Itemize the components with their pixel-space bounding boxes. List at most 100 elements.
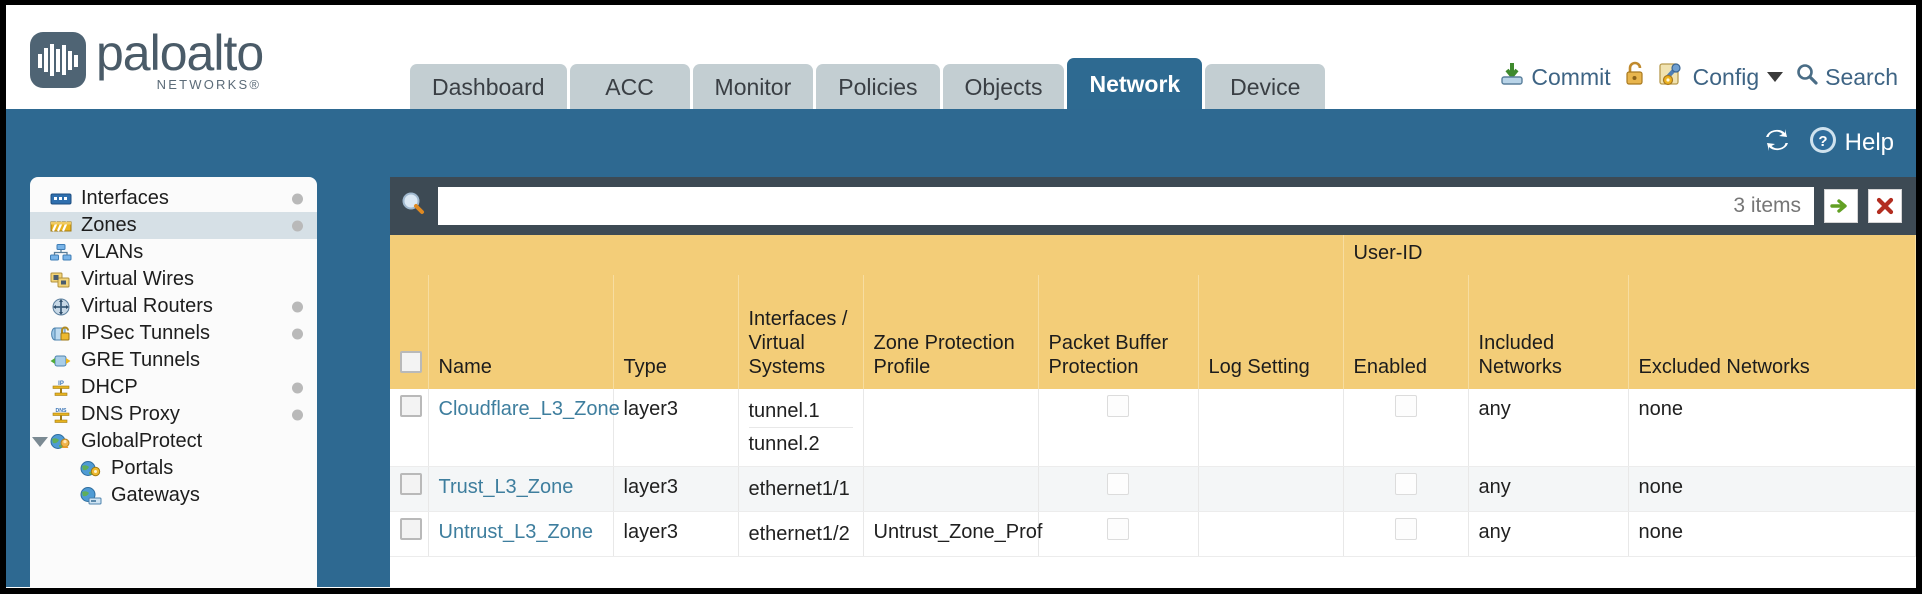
brand-name: paloalto <box>96 25 264 81</box>
select-all-checkbox[interactable] <box>400 351 422 373</box>
userid-enabled-checkbox[interactable] <box>1394 518 1417 540</box>
packet-buffer-protection-checkbox[interactable] <box>1107 473 1129 495</box>
wrench-gear-icon <box>1658 61 1687 93</box>
config-label: Config <box>1692 63 1760 90</box>
row-select-checkbox[interactable] <box>400 395 422 417</box>
sidebar-item-ipsec-tunnels[interactable]: IPSec Tunnels <box>30 320 317 347</box>
tab-monitor[interactable]: Monitor <box>692 64 814 109</box>
zone-name-link[interactable]: Cloudflare_L3_Zone <box>438 398 620 420</box>
sidebar-item-status-dot <box>292 328 303 339</box>
column-header-excluded-networks[interactable]: Excluded Networks <box>1628 275 1916 389</box>
column-header-packet-buffer-protection[interactable]: Packet Buffer Protection <box>1038 275 1199 389</box>
sidebar-item-label: Portals <box>111 457 174 479</box>
cell-zone-protection-profile: Untrust_Zone_Prof <box>863 511 1042 557</box>
row-select-checkbox[interactable] <box>400 518 422 540</box>
tab-acc[interactable]: ACC <box>569 64 690 109</box>
tab-device[interactable]: Device <box>1205 64 1326 109</box>
zone-name-link[interactable]: Trust_L3_Zone <box>438 476 574 498</box>
sidebar-item-label: VLANs <box>81 241 144 263</box>
lock-button[interactable] <box>1623 61 1647 93</box>
zones-icon <box>48 216 74 236</box>
cell-interfaces: ethernet1/1 <box>738 466 864 512</box>
column-header-type[interactable]: Type <box>613 275 739 389</box>
config-menu[interactable]: Config <box>1658 61 1784 93</box>
table-header-row: Name Type Interfaces / Virtual Systems Z… <box>390 275 1916 389</box>
userid-enabled-checkbox[interactable] <box>1394 473 1417 495</box>
sidebar-item-vlans[interactable]: VLANs <box>30 239 317 266</box>
sidebar-item-virtual-wires[interactable]: Virtual Wires <box>30 266 317 293</box>
sidebar-item-gateways[interactable]: Gateways <box>30 482 317 509</box>
sidebar-item-label: Virtual Routers <box>81 295 213 317</box>
sidebar-item-label: GRE Tunnels <box>81 349 200 371</box>
commit-save-icon <box>1499 61 1525 93</box>
column-header-log-setting[interactable]: Log Setting <box>1198 275 1344 389</box>
tab-network[interactable]: Network <box>1067 58 1203 109</box>
cell-name: Trust_L3_Zone <box>428 466 614 512</box>
sidebar-item-gre-tunnels[interactable]: GRE Tunnels <box>30 347 317 374</box>
sidebar-item-globalprotect[interactable]: GlobalProtect <box>30 428 317 455</box>
search-button[interactable]: Search <box>1795 62 1898 92</box>
cell-type: layer3 <box>613 466 739 512</box>
sidebar-item-status-dot <box>292 382 303 393</box>
column-header-zone-protection-profile[interactable]: Zone Protection Profile <box>863 275 1039 389</box>
apply-filter-button[interactable] <box>1824 189 1858 223</box>
tab-objects[interactable]: Objects <box>942 64 1065 109</box>
cell-name: Untrust_L3_Zone <box>428 511 614 557</box>
commit-button[interactable]: Commit <box>1499 61 1611 93</box>
userid-enabled-checkbox[interactable] <box>1394 395 1417 417</box>
row-select-checkbox[interactable] <box>400 473 422 495</box>
brand-logo: paloalto NETWORKS® <box>6 5 264 92</box>
column-header-interfaces[interactable]: Interfaces / Virtual Systems <box>738 275 864 389</box>
chevron-down-icon[interactable] <box>32 436 48 447</box>
interface-entry: ethernet1/2 <box>748 523 850 545</box>
sidebar-item-label: Gateways <box>111 484 200 506</box>
sidebar-item-zones[interactable]: Zones <box>30 212 317 239</box>
svg-text:DNS: DNS <box>56 408 67 414</box>
help-button[interactable]: ? Help <box>1808 125 1894 160</box>
sidebar-item-label: Zones <box>81 214 137 236</box>
refresh-icon[interactable] <box>1762 126 1792 159</box>
interface-entry: tunnel.1 <box>748 395 853 428</box>
cell-type: layer3 <box>613 389 739 467</box>
virtual-wires-icon <box>48 270 74 290</box>
cell-log-setting <box>1198 511 1344 557</box>
column-header-name[interactable]: Name <box>428 275 614 389</box>
column-header-included-networks[interactable]: Included Networks <box>1468 275 1629 389</box>
cell-zone-protection-profile <box>863 389 1039 467</box>
sidebar-item-portals[interactable]: Portals <box>30 455 317 482</box>
tab-dashboard[interactable]: Dashboard <box>410 64 567 109</box>
chevron-down-icon <box>1767 72 1784 82</box>
gre-tunnels-icon <box>48 351 74 371</box>
svg-text:?: ? <box>1818 133 1827 150</box>
vlans-icon <box>48 243 74 263</box>
group-header-spacer <box>390 235 1344 275</box>
filter-bar: 3 items <box>390 177 1916 235</box>
packet-buffer-protection-checkbox[interactable] <box>1107 518 1129 540</box>
zone-name-link[interactable]: Untrust_L3_Zone <box>438 521 594 543</box>
column-header-userid-enabled[interactable]: Enabled <box>1343 275 1469 389</box>
utility-bar: ? Help <box>6 109 1916 177</box>
help-label: Help <box>1844 128 1894 156</box>
search-input[interactable] <box>439 188 1734 224</box>
svg-text:IP: IP <box>58 381 64 387</box>
packet-buffer-protection-checkbox[interactable] <box>1107 395 1129 417</box>
brand-tagline: NETWORKS® <box>156 77 262 92</box>
row-select-cell <box>390 511 429 557</box>
globalprotect-icon <box>48 432 74 452</box>
sidebar-item-interfaces[interactable]: Interfaces <box>30 185 317 212</box>
cell-included-networks: any <box>1468 511 1629 557</box>
magnifier-icon[interactable] <box>400 190 428 223</box>
tab-policies[interactable]: Policies <box>816 64 940 109</box>
sidebar-item-virtual-routers[interactable]: Virtual Routers <box>30 293 317 320</box>
sidebar-item-status-dot <box>292 301 303 312</box>
zones-table-wrapper: User-ID Name Type Interfaces / Virtual S… <box>390 235 1916 587</box>
clear-filter-button[interactable] <box>1868 189 1902 223</box>
